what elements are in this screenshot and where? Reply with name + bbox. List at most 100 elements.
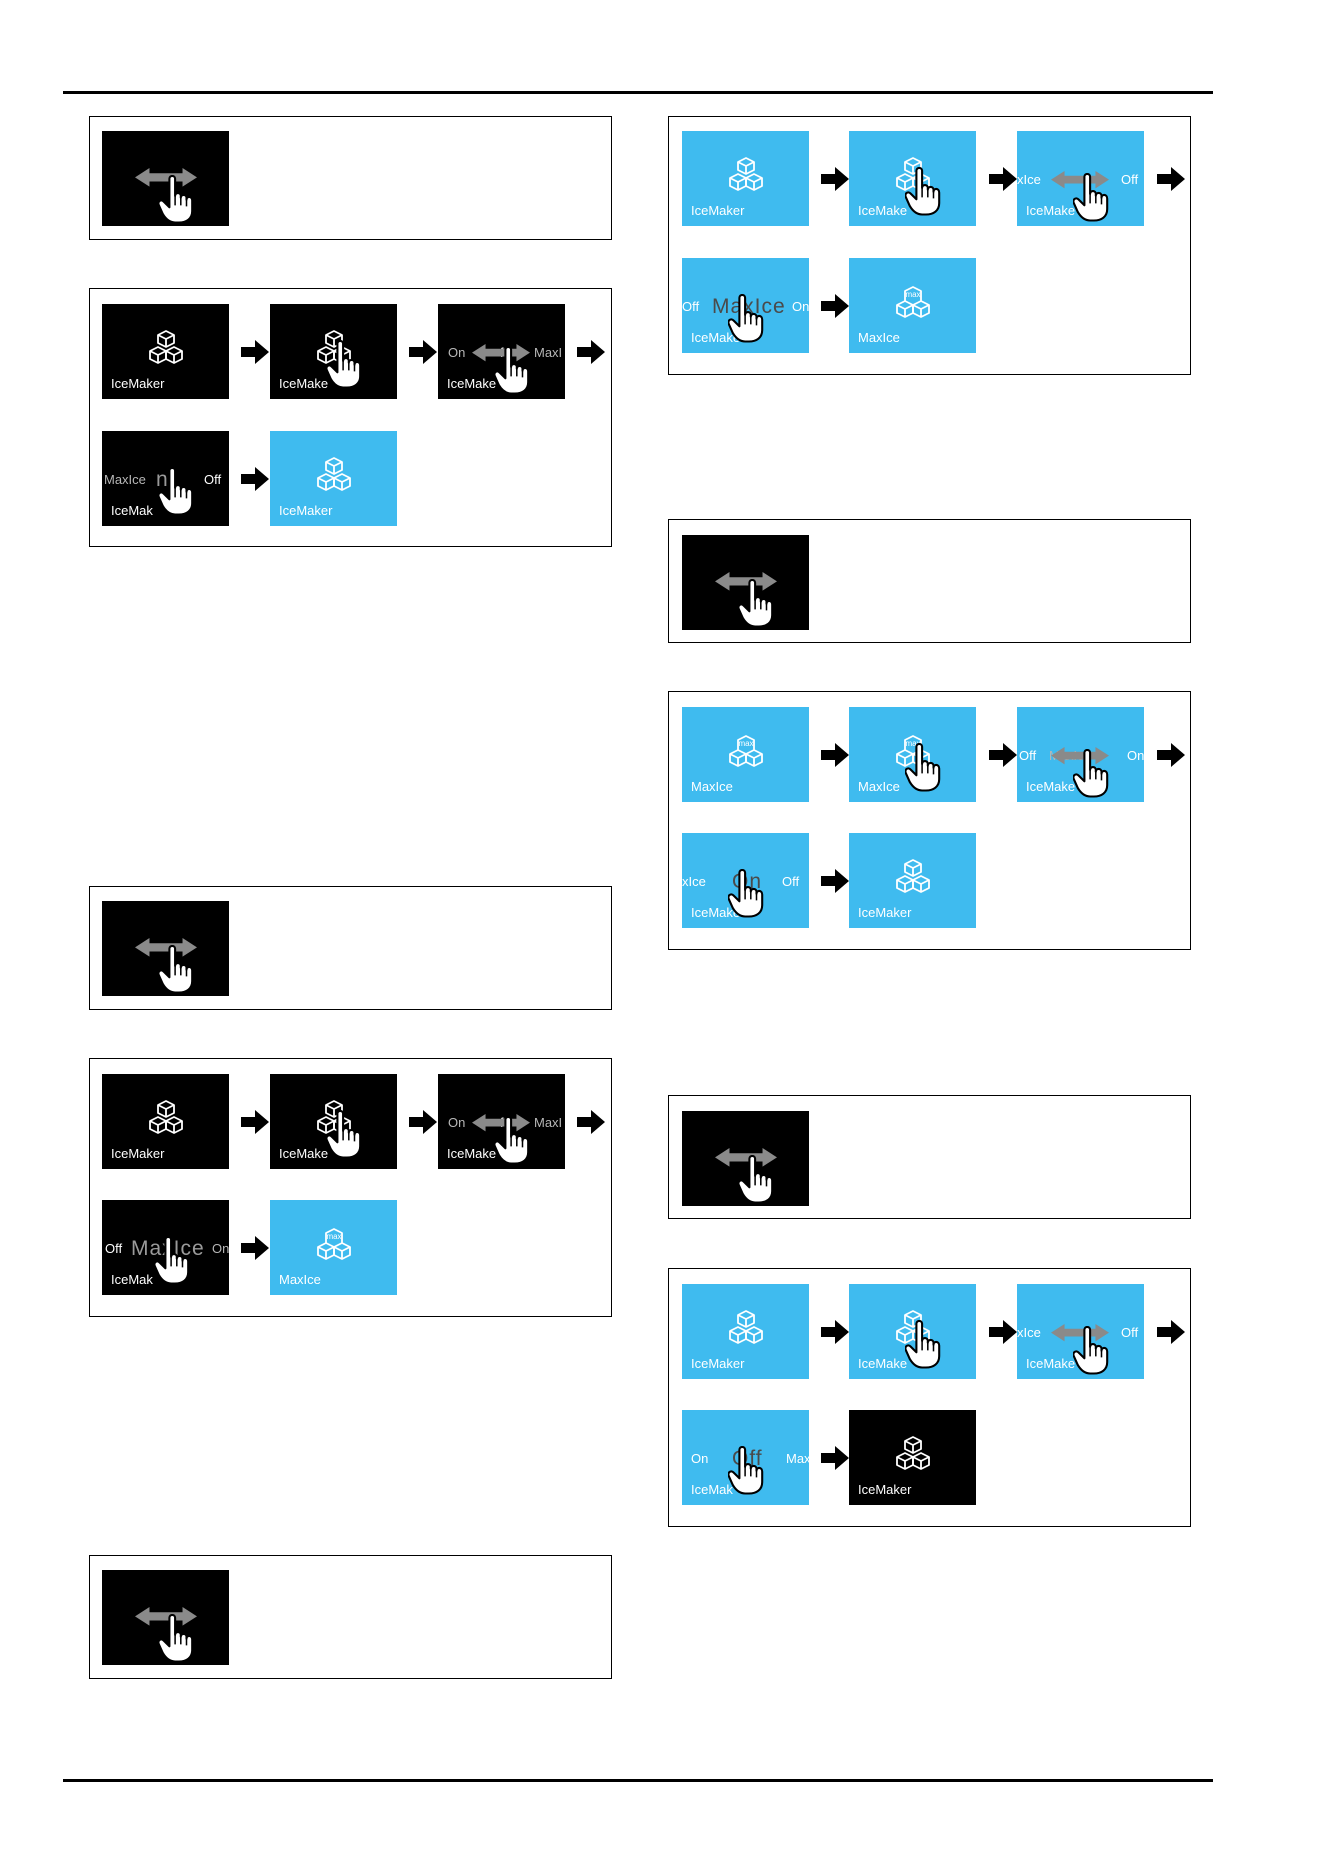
icemaker-touch-screen: IceMake	[849, 131, 976, 226]
footer-rule	[63, 1779, 1213, 1782]
mode-option: xIce	[682, 874, 706, 889]
hand-pointer-icon	[158, 175, 194, 224]
screen-label: MaxIce	[279, 1272, 321, 1287]
screen-label: IceMake	[447, 376, 497, 391]
icemaker-touch-screen: IceMake	[270, 304, 397, 399]
swipe-screen	[102, 1570, 229, 1665]
hand-pointer-icon	[158, 467, 194, 516]
swipe-left-right-icon	[135, 1607, 197, 1626]
mode-option: Off	[682, 299, 700, 314]
screen-label: IceMake	[279, 1146, 329, 1161]
screen-label: IceMake	[858, 1356, 908, 1371]
right-arrow-icon	[241, 1236, 269, 1260]
screen-label: IceMake	[858, 203, 908, 218]
swipe-left-right-icon	[1051, 170, 1109, 189]
right-arrow-icon	[241, 1110, 269, 1134]
swipe-left-right-icon	[1051, 746, 1109, 765]
right-arrow-icon	[1157, 1320, 1185, 1344]
max-icon-text: max	[326, 1232, 341, 1241]
selected-mode: MaxIce	[712, 295, 786, 318]
right-arrow-icon	[577, 340, 605, 364]
swipe-left-right-icon	[135, 938, 197, 957]
mode-option: Off	[782, 874, 800, 889]
hand-pointer-icon	[728, 869, 764, 918]
hand-pointer-icon	[1073, 749, 1109, 798]
icemaker-swipe-screen: IceMake xIce Off	[1017, 1284, 1144, 1379]
screen-label: IceMake	[447, 1146, 497, 1161]
screen-label: MaxIce	[858, 779, 900, 794]
screen-label: IceMake	[691, 330, 741, 345]
hand-pointer-icon	[494, 1116, 530, 1165]
screen-label: IceMak	[111, 1272, 153, 1287]
icemaker-touch-screen: IceMake	[270, 1074, 397, 1169]
mode-option: On	[448, 345, 466, 360]
right-arrow-icon	[821, 294, 849, 318]
ice-cubes-icon	[149, 1100, 183, 1134]
max-icon-text: max	[905, 290, 920, 299]
right-arrow-icon	[821, 743, 849, 767]
right-arrow-icon	[821, 1446, 849, 1470]
mode-option: Off	[204, 472, 222, 487]
hand-pointer-icon	[158, 1614, 194, 1663]
mode-option: Off	[1121, 1325, 1139, 1340]
screen-label: IceMake	[1026, 1356, 1076, 1371]
icemaker-swipe-screen: IceMakeOnffMaxI	[438, 304, 565, 399]
max-ice-cubes-icon: max	[896, 286, 930, 318]
screen-label: MaxIce	[691, 779, 733, 794]
ice-cubes-icon	[729, 157, 763, 191]
mode-slider: xIce Off	[1017, 1322, 1144, 1344]
icemaker-on-result-screen: IceMaker	[270, 431, 397, 526]
hand-pointer-icon	[1073, 173, 1109, 222]
right-arrow-icon	[409, 1110, 437, 1134]
mode-option: Off	[1121, 172, 1139, 187]
mode-option: Max	[786, 1451, 809, 1466]
mode-option: On	[448, 1115, 466, 1130]
hand-pointer-icon	[738, 579, 774, 628]
screen-label: IceMaker	[691, 1356, 745, 1371]
icemaker-touch-screen: IceMake	[849, 1284, 976, 1379]
screen-label: IceMaker	[858, 905, 912, 920]
screen-label: IceMak	[691, 1482, 733, 1497]
right-arrow-icon	[821, 869, 849, 893]
hand-pointer-icon	[326, 1110, 362, 1159]
right-arrow-icon	[821, 167, 849, 191]
ice-cubes-icon	[317, 457, 351, 491]
mode-option: xIce	[1017, 1325, 1041, 1340]
ice-cubes-icon	[896, 1436, 930, 1470]
max-ice-cubes-icon: max	[729, 735, 763, 767]
hand-pointer-icon	[154, 1236, 190, 1285]
screen-label: IceMaker	[858, 1482, 912, 1497]
right-arrow-icon	[409, 340, 437, 364]
header-rule	[63, 91, 1213, 94]
icemaker-screen: IceMaker	[682, 131, 809, 226]
screen-label: IceMake	[279, 376, 329, 391]
mode-option: xIce	[1017, 172, 1041, 187]
right-arrow-icon	[241, 467, 269, 491]
screen-label: IceMake	[691, 905, 741, 920]
mode-option: Off	[1019, 748, 1037, 763]
maxice-swipe-screen: IceMakeOffMaxIceOn	[1017, 707, 1144, 802]
icemaker-swipe-screen: IceMakeOnffMaxI	[438, 1074, 565, 1169]
mode-option: MaxI	[534, 1115, 563, 1130]
right-arrow-icon	[989, 743, 1017, 767]
mode-option: On	[1127, 748, 1144, 763]
right-arrow-icon	[577, 1110, 605, 1134]
swipe-left-right-icon	[135, 168, 197, 187]
screen-label: IceMaker	[111, 376, 165, 391]
ice-cubes-icon	[729, 1310, 763, 1344]
mode-option: On	[792, 299, 809, 314]
screen-label: IceMake	[1026, 203, 1076, 218]
max-icon-text: max	[905, 739, 920, 748]
hand-pointer-icon	[158, 945, 194, 994]
mode-slider: xIce Off	[1017, 169, 1144, 191]
mode-option: MaxI	[534, 345, 563, 360]
swipe-left-right-icon	[715, 1148, 777, 1167]
swipe-screen	[102, 131, 229, 226]
